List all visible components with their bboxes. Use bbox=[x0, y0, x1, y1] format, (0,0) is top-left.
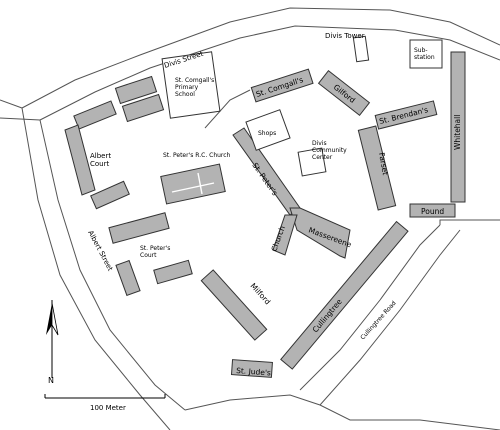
cullingtree-road-edge-east bbox=[319, 229, 461, 406]
albert-street-edge-west bbox=[21, 107, 171, 430]
scale-bar: 100 Meter bbox=[44, 394, 166, 412]
divis-street-edge-north bbox=[21, 7, 500, 109]
farset-label: Farset bbox=[377, 152, 390, 176]
st-peters-church-label: St. Peter's R.C. Church bbox=[163, 152, 231, 159]
pound-block[interactable] bbox=[409, 203, 456, 218]
st-brendans-block[interactable] bbox=[374, 100, 438, 130]
street-network bbox=[0, 7, 500, 430]
albert-court-block-north-1[interactable] bbox=[114, 75, 158, 105]
shops-building[interactable] bbox=[245, 109, 291, 151]
albert-court-block-north-3[interactable] bbox=[73, 100, 117, 130]
church-block[interactable] bbox=[272, 214, 298, 256]
albert-court-block-south[interactable] bbox=[90, 180, 130, 210]
cullingtree-road-edge-west bbox=[299, 224, 441, 391]
albert-court-block-west[interactable] bbox=[64, 124, 96, 196]
st-peters-church-building[interactable] bbox=[160, 163, 226, 205]
cullingtree-block[interactable] bbox=[280, 220, 409, 370]
divis-community-center-building[interactable] bbox=[297, 147, 327, 177]
milford-label: Milford bbox=[249, 281, 273, 306]
gilford-block[interactable] bbox=[317, 69, 371, 117]
farset-block[interactable] bbox=[357, 125, 397, 211]
substation-building[interactable] bbox=[409, 39, 443, 69]
albert-street-label: Albert Street bbox=[86, 229, 114, 272]
st-judes-block[interactable] bbox=[230, 359, 273, 378]
st-peters-court-block-south[interactable] bbox=[153, 259, 193, 285]
whitehall-label: Whitehall bbox=[453, 115, 462, 150]
whitehall-block[interactable] bbox=[450, 51, 466, 203]
inner-road-2 bbox=[439, 219, 500, 225]
shops-label: Shops bbox=[258, 130, 276, 137]
buildings bbox=[64, 35, 466, 378]
st-judes-road bbox=[184, 394, 500, 430]
divis-street-edge-south bbox=[39, 25, 500, 121]
north-arrow-icon: N bbox=[46, 300, 59, 385]
milford-block[interactable] bbox=[200, 269, 268, 341]
cullingtree-label: Cullingtree bbox=[311, 297, 344, 334]
albert-court-block-north-2[interactable] bbox=[121, 93, 165, 123]
st-peters-court-block-west[interactable] bbox=[115, 259, 141, 297]
scale-label: 100 Meter bbox=[90, 404, 126, 412]
massereene-block[interactable] bbox=[289, 207, 351, 259]
st-comgalls-school-building[interactable] bbox=[161, 51, 221, 119]
st-judes-label: St. Jude's bbox=[236, 366, 271, 377]
divis-street-end-2 bbox=[0, 117, 41, 121]
pound-label: Pound bbox=[421, 207, 444, 216]
albert-street-edge-east bbox=[39, 119, 186, 411]
st-comgalls-block[interactable] bbox=[250, 68, 314, 103]
cross-icon bbox=[171, 172, 215, 195]
divis-tower-building[interactable] bbox=[352, 35, 370, 63]
divis-tower-label: Divis Tower bbox=[325, 32, 365, 40]
north-label: N bbox=[48, 376, 54, 385]
divis-street-end bbox=[0, 99, 23, 109]
substation-label: Sub-station bbox=[414, 47, 435, 61]
inner-road bbox=[204, 89, 251, 129]
st-peters-court-block-north[interactable] bbox=[108, 212, 170, 244]
